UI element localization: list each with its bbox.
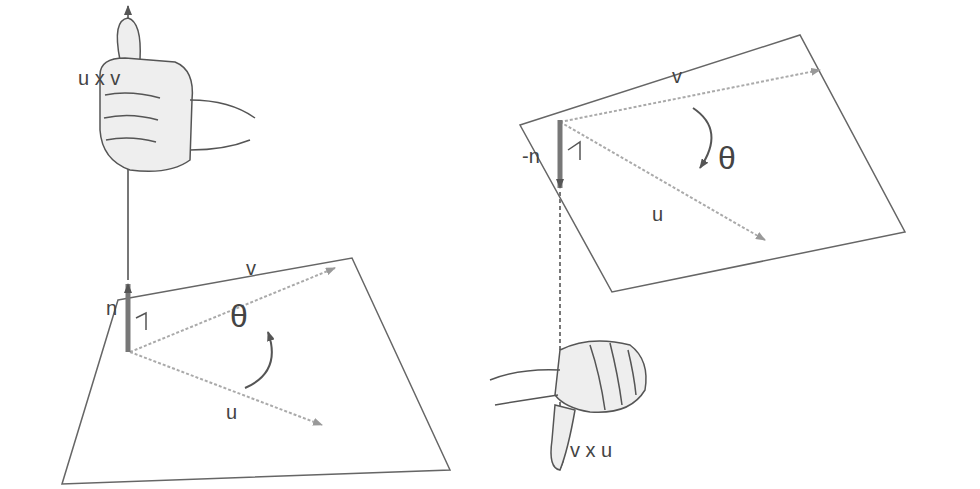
angle-arc <box>245 332 272 388</box>
normal-n <box>126 284 131 352</box>
right-angle-mark <box>568 142 580 160</box>
normal-minus-n <box>558 120 563 188</box>
angle-label: θ <box>230 300 248 332</box>
plane <box>520 35 905 292</box>
right-hand-down <box>490 341 646 470</box>
vector-u <box>130 352 322 425</box>
vector-label: n <box>106 298 117 318</box>
angle-label: θ <box>718 142 736 174</box>
right-hand-up <box>100 18 255 171</box>
vector-u <box>560 122 765 240</box>
vector-label: u <box>226 402 237 422</box>
vector-v <box>130 268 335 352</box>
vector-label: u x v <box>78 68 120 88</box>
right-angle-mark <box>136 313 146 330</box>
plane <box>62 258 450 484</box>
vector-label: u <box>652 204 663 224</box>
vector-label: v x u <box>570 440 612 460</box>
vector-v <box>560 70 820 122</box>
vector-label: v <box>246 258 256 278</box>
angle-arc <box>693 108 711 168</box>
vector-label: v <box>672 66 682 86</box>
vector-label: -n <box>522 146 540 166</box>
